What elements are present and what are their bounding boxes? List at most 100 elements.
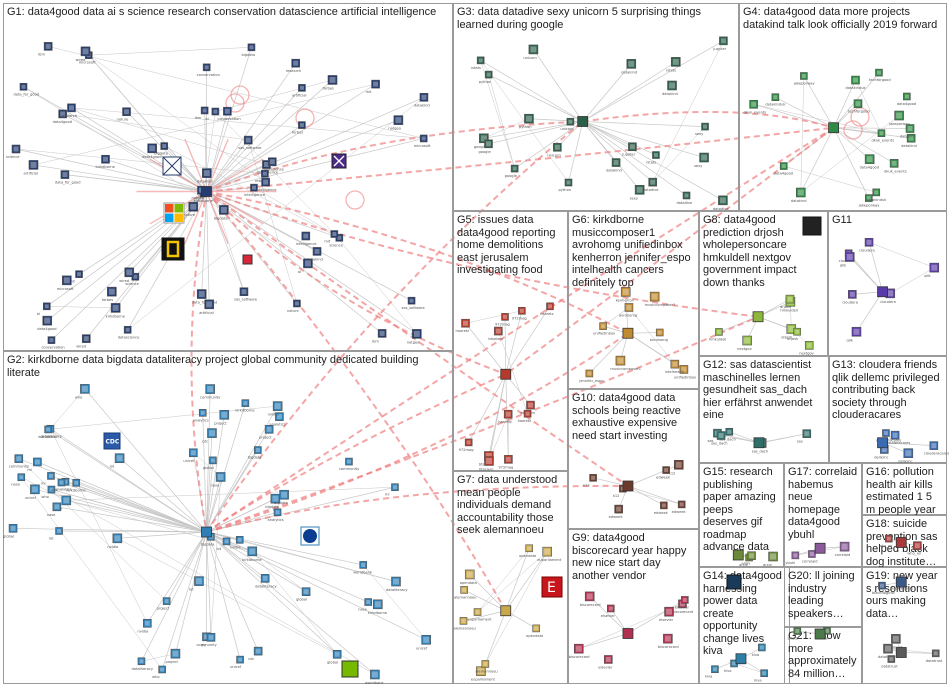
node[interactable]: strata [787,627,802,641]
node[interactable]: nextgov [737,335,753,351]
node[interactable]: unicorn [547,142,562,157]
node[interactable]: who_air [879,534,893,548]
node[interactable]: kiva [724,659,738,673]
node[interactable]: mit [366,79,380,94]
node[interactable]: nasa [47,502,62,517]
node[interactable]: datadive [713,195,730,211]
node[interactable]: biscorecard [569,643,590,659]
node[interactable]: jakeporway [858,194,880,208]
node[interactable]: correlaid [835,541,851,557]
node[interactable]: unicef [230,655,244,669]
node[interactable]: jupyter [621,142,637,157]
node[interactable]: datakind [662,80,678,96]
node[interactable]: nature [183,201,199,217]
node[interactable]: unifiedinbox [674,365,697,379]
node[interactable]: drjosh [787,327,801,341]
node[interactable]: natgeo [388,115,404,131]
node[interactable]: k12 [669,460,684,475]
node[interactable]: jakeporway [793,72,815,85]
node[interactable]: wired [76,334,91,349]
node[interactable]: project [259,424,274,439]
node[interactable]: natgeo [407,329,422,344]
node[interactable]: project [165,648,181,664]
node[interactable]: datakind [307,247,323,261]
hub-node[interactable] [895,576,907,588]
node[interactable]: unifiedinbox [593,322,616,336]
node[interactable]: ai [298,258,313,274]
node[interactable]: python [558,178,573,192]
node[interactable]: rstats [646,151,660,165]
node[interactable]: sexy [630,185,645,200]
node[interactable]: jakeporway [888,110,911,126]
node[interactable]: analytics [268,508,284,522]
node[interactable]: 972mag [495,313,510,326]
node[interactable]: alemannoeu [454,586,476,599]
node[interactable]: blackdoginst [872,581,895,595]
node[interactable]: rstats [666,57,681,72]
node[interactable]: kirkdborne [66,478,86,492]
node[interactable]: datatrust [878,643,895,659]
hub-node[interactable] [732,549,744,561]
node[interactable]: iot [49,527,63,540]
node[interactable]: ml [385,483,399,497]
node[interactable]: elsevier [675,596,690,609]
node[interactable]: nvidia [107,533,123,549]
node[interactable]: opendata [519,544,536,558]
node[interactable]: ybuhl [785,551,800,565]
node[interactable]: artificial [23,160,39,175]
node[interactable]: nature [117,107,131,122]
node[interactable]: edweek [654,501,669,515]
node[interactable]: cloudera [859,237,875,252]
node[interactable]: alemannoeu [453,617,476,630]
node[interactable]: nasa [11,473,26,487]
node[interactable]: edweek [609,504,624,519]
red-node-icon[interactable] [242,254,253,265]
node[interactable]: elsevier [598,655,613,669]
node[interactable]: data_for_good [13,82,39,96]
node[interactable]: 972mag [498,455,513,469]
hub-node[interactable] [895,647,907,658]
node[interactable]: forbes [323,75,338,90]
node[interactable]: worldbank [353,561,373,574]
node[interactable]: artificial [292,84,307,97]
node[interactable]: datakind [197,168,213,184]
node[interactable]: dkuk_events [884,159,907,173]
hub-node[interactable] [895,537,907,548]
dark-logo-icon[interactable] [802,216,822,236]
node[interactable]: kiva [752,643,766,657]
node[interactable]: conservation [41,336,65,350]
node[interactable]: who [152,665,166,679]
node[interactable]: kenherron [616,287,634,302]
node[interactable]: conservation [217,106,241,121]
hub-node[interactable] [500,605,512,617]
hub-node[interactable] [201,186,212,197]
node[interactable]: datascience [118,325,140,339]
hub-node[interactable] [877,437,888,449]
node[interactable]: cdc [51,478,66,492]
node[interactable]: nasa [358,598,373,612]
purple-node-icon[interactable] [331,153,347,169]
node[interactable]: dellemc [898,448,914,464]
node[interactable]: wired [76,46,91,62]
node[interactable]: datadive [677,191,694,205]
node[interactable]: unicef [25,484,40,500]
nvidia-logo-icon[interactable] [341,660,359,678]
microsoft-logo-icon[interactable] [163,202,185,224]
node[interactable]: euparliament [471,666,496,682]
node[interactable]: iot [110,453,125,469]
node[interactable]: sexy [694,152,709,168]
node[interactable]: haaretz [518,409,532,423]
node[interactable]: nextgov [799,341,815,355]
node[interactable]: bigdata [214,205,229,220]
node[interactable]: unicef [416,635,431,650]
node[interactable]: nature [287,299,301,313]
node[interactable]: intelhealth [665,359,684,374]
node[interactable]: nvidia [268,401,283,417]
node[interactable]: sas_software [234,287,258,302]
node[interactable]: datakind [901,133,917,148]
node[interactable]: cloudera [842,290,858,304]
node[interactable]: analytics [269,412,286,427]
node[interactable]: python [479,70,493,84]
node[interactable]: correlaid [802,550,818,564]
node[interactable]: musiccomposer1 [645,291,676,307]
